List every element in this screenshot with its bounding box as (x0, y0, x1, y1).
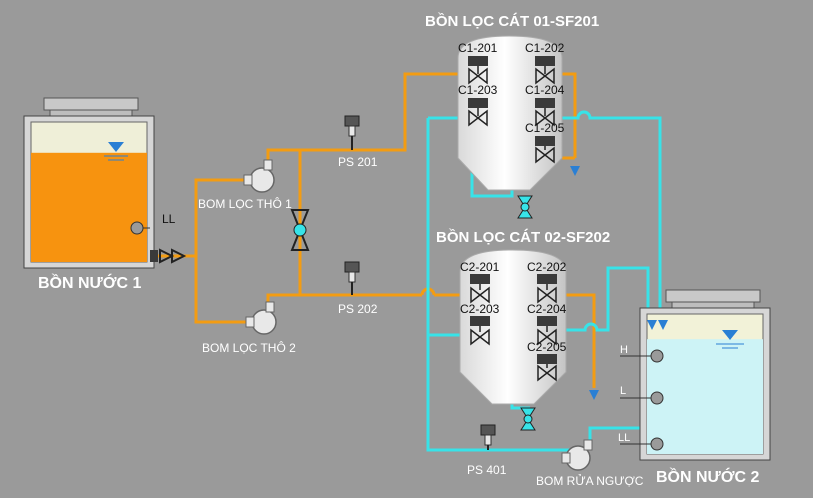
pipe-to-sf201 (352, 72, 478, 152)
water-level-marker-icon (108, 142, 124, 152)
valve-c1-201[interactable]: C1-201 (458, 41, 498, 85)
valve-c1-203[interactable]: C1-203 (458, 83, 498, 127)
ps202-label: PS 202 (338, 302, 378, 316)
drain-marker-sf202-icon (589, 390, 599, 400)
valve-c1-205-label: C1-205 (525, 121, 565, 135)
filter-sf201: BỒN LỌC CÁT 01-SF201 (425, 12, 599, 191)
tank-1: LL BỒN NƯỚC 1 (23, 97, 176, 292)
tank-2: H L LL BỒN NƯỚC 2 (618, 289, 771, 486)
valve-c2-201[interactable]: C2-201 (460, 260, 500, 304)
valve-c1-202-label: C1-202 (525, 41, 565, 55)
pump-backwash-label: BOM RỬA NGƯỢC (536, 473, 644, 488)
valve-c2-202-label: C2-202 (527, 260, 567, 274)
inlet-marker-icon (647, 320, 657, 330)
level-sensor-ll-icon (650, 437, 664, 451)
filter-sf202: BỒN LỌC CÁT 02-SF202 (436, 228, 610, 405)
filter-sf201-title: BỒN LỌC CÁT 01-SF201 (425, 12, 599, 30)
check-valve-icon[interactable] (150, 248, 187, 264)
filter-sf201-bottom-valve-icon[interactable] (517, 195, 533, 219)
pipe-sf202-outlet (512, 266, 650, 332)
ps201-label: PS 201 (338, 155, 378, 169)
pressure-switch-ps401[interactable]: PS 401 (467, 424, 507, 477)
tank-1-name: BỒN NƯỚC 1 (38, 273, 141, 292)
pipe-pump1-discharge (266, 148, 302, 295)
valve-c1-205[interactable]: C1-205 (525, 121, 565, 164)
filter-sf202-bottom-valve-icon[interactable] (520, 407, 536, 431)
valve-c2-203[interactable]: C2-203 (460, 302, 500, 346)
pump-backwash[interactable]: BOM RỬA NGƯỢC (536, 439, 644, 488)
level-sensor-h-icon (650, 349, 664, 363)
tank-2-name: BỒN NƯỚC 2 (656, 467, 759, 486)
pipe-sf201-outlet (512, 110, 662, 318)
valve-c1-202[interactable]: C1-202 (525, 41, 565, 85)
pipe-tank1-to-pump2 (194, 256, 252, 324)
pressure-switch-ps201[interactable]: PS 201 (338, 115, 378, 169)
valve-c2-202[interactable]: C2-202 (527, 260, 567, 304)
tank-2-water-level (647, 339, 763, 454)
tank-1-sensor-ll-label: LL (162, 212, 176, 226)
pipe-backwash-main (426, 118, 575, 452)
pipe-backwash-suction (588, 426, 640, 444)
valve-c1-203-label: C1-203 (458, 83, 498, 97)
level-sensor-ll-icon (130, 221, 144, 235)
ps401-label: PS 401 (467, 463, 507, 477)
tank-2-sensor-h-label: H (620, 344, 628, 356)
pump-2-label: BOM LỌC THÔ 2 (202, 340, 296, 355)
filter-sf202-title: BỒN LỌC CÁT 02-SF202 (436, 228, 610, 246)
pump-1-label: BOM LỌC THÔ 1 (198, 196, 292, 211)
tank-1-water-level (31, 152, 147, 262)
water-level-marker-icon (722, 330, 738, 340)
tank-2-sensor-l-label: L (620, 385, 626, 397)
valve-c1-204-label: C1-204 (525, 83, 565, 97)
valve-c2-201-label: C2-201 (460, 260, 500, 274)
tank-2-sensor-ll-label: LL (618, 432, 630, 444)
pressure-switch-ps202[interactable]: PS 202 (338, 261, 378, 316)
valve-c1-204[interactable]: C1-204 (525, 83, 565, 127)
valve-c2-205-label: C2-205 (527, 340, 567, 354)
pump-1[interactable]: BOM LỌC THÔ 1 (198, 159, 292, 211)
valve-c2-203-label: C2-203 (460, 302, 500, 316)
inlet-marker-icon (658, 320, 668, 330)
drain-marker-sf201-icon (570, 166, 580, 176)
valve-c2-205[interactable]: C2-205 (527, 340, 567, 382)
pump-2[interactable]: BOM LỌC THÔ 2 (202, 301, 296, 355)
level-sensor-l-icon (650, 391, 664, 405)
valve-c2-204-label: C2-204 (527, 302, 567, 316)
valve-c2-204[interactable]: C2-204 (527, 302, 567, 346)
bypass-valve-icon[interactable] (290, 209, 310, 251)
valve-c1-201-label: C1-201 (458, 41, 498, 55)
